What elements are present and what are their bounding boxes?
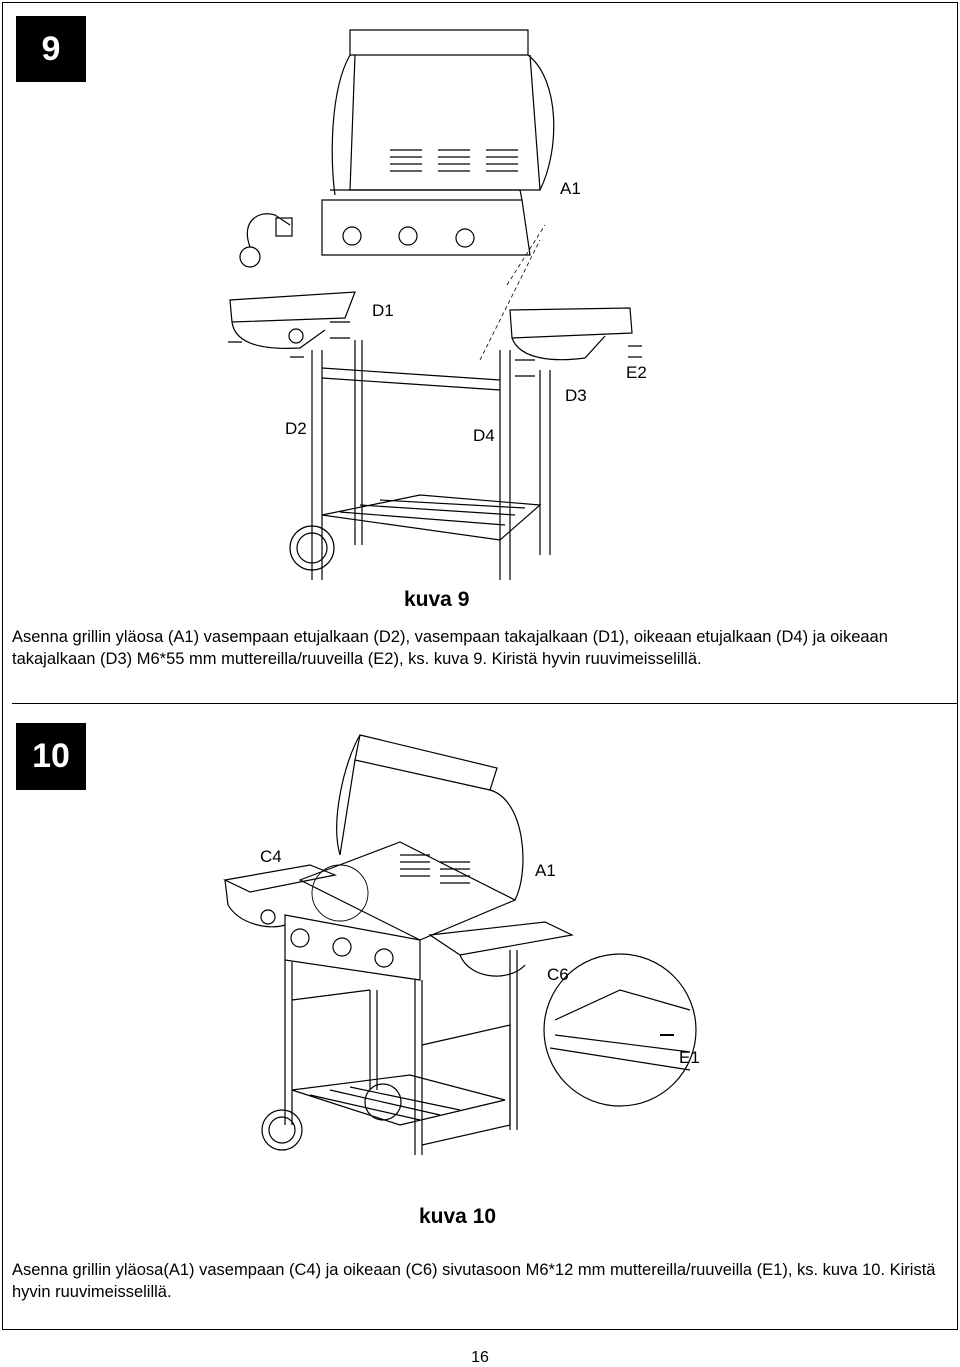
label-a1: A1 <box>560 179 581 198</box>
figure-10-side-shelf-assembly: C4 A1 C6 E1 <box>223 734 700 1155</box>
knob-icon <box>342 226 362 246</box>
label-e2: E2 <box>626 363 647 382</box>
lid-vents <box>400 854 470 884</box>
label-d3: D3 <box>565 386 587 405</box>
step-10-badge: 10 <box>16 723 86 790</box>
knob-icon <box>290 928 310 948</box>
step-10-instructions: Asenna grillin yläosa(A1) vasempaan (C4)… <box>12 1261 936 1301</box>
label-c6: C6 <box>547 965 569 984</box>
label-d4: D4 <box>473 426 495 445</box>
knob-icon <box>398 226 418 246</box>
knob-icon <box>260 909 276 925</box>
figure-10-caption: kuva 10 <box>419 1205 497 1228</box>
label-c4: C4 <box>260 847 282 866</box>
page-frame <box>2 2 958 1330</box>
knob-icon <box>374 948 394 968</box>
knob-icon <box>288 328 304 344</box>
label-d1: D1 <box>372 301 394 320</box>
regulator-icon <box>239 213 293 268</box>
label-d2: D2 <box>285 419 307 438</box>
step-9-instructions: Asenna grillin yläosa (A1) vasempaan etu… <box>12 628 888 668</box>
knob-icon <box>332 937 352 957</box>
wheel-icon <box>289 525 335 571</box>
detail-zoom-circle <box>543 953 697 1107</box>
page-number: 16 <box>471 1349 489 1366</box>
figure-9-grill-assembly: A1 D1 E2 D3 D2 D4 <box>228 29 647 580</box>
label-a1: A1 <box>535 861 556 880</box>
section-divider <box>12 703 957 704</box>
wheel-icon <box>261 1109 303 1151</box>
label-e1: E1 <box>679 1048 700 1067</box>
lid-vents <box>390 149 518 172</box>
figure-9-caption: kuva 9 <box>404 588 470 611</box>
step-9-badge: 9 <box>16 16 86 82</box>
knob-icon <box>455 228 475 248</box>
